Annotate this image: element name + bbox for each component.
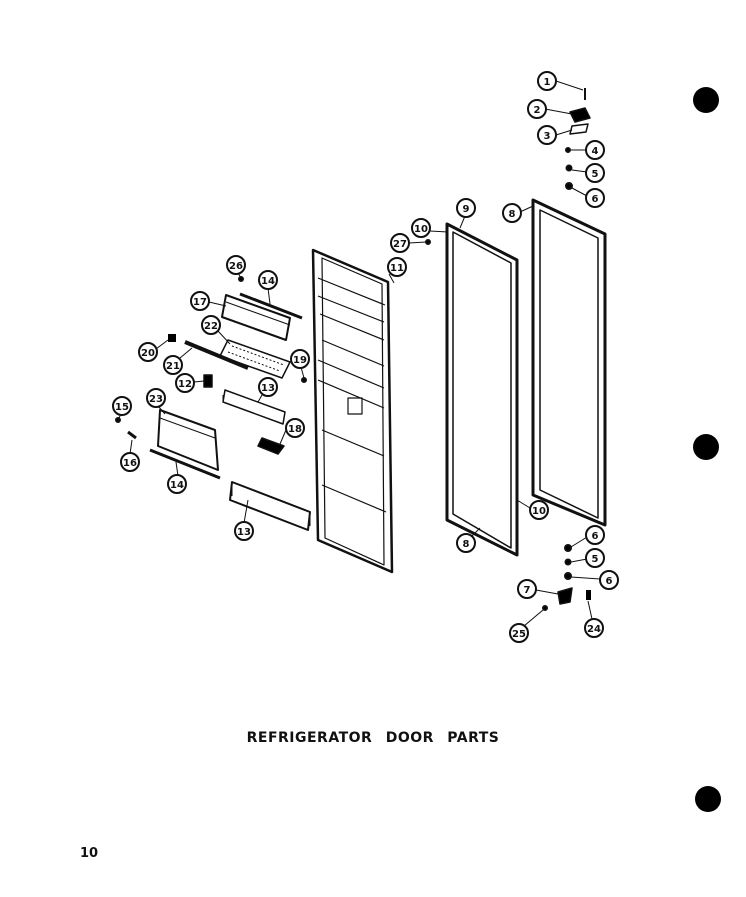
svg-text:26: 26 [229,261,243,272]
callout-6-bottom-upper: 6 [570,525,605,548]
callout-7: 7 [517,579,559,599]
svg-text:6: 6 [592,531,599,542]
svg-text:8: 8 [509,209,516,220]
callout-13-upper: 13 [257,377,278,403]
svg-text:2: 2 [534,105,541,116]
svg-text:8: 8 [463,539,470,550]
callout-3: 3 [537,125,573,145]
svg-text:16: 16 [123,458,137,469]
callout-10-bottom: 10 [516,499,549,520]
svg-text:18: 18 [288,424,302,435]
callout-10-top: 10 [411,218,449,238]
svg-text:21: 21 [166,361,180,372]
svg-text:27: 27 [393,239,407,250]
svg-text:5: 5 [592,169,599,180]
shelf-bar-14-lower [149,448,221,480]
hinge-hardware-top [565,88,591,190]
door-shelf-23 [157,409,219,471]
screw-19 [301,377,307,383]
outer-door-gasket [531,198,607,527]
callout-23: 23 [146,388,166,415]
callout-21: 21 [163,347,193,375]
svg-text:13: 13 [261,383,275,394]
callout-27: 27 [390,233,427,253]
diagram-caption: REFRIGERATOR DOOR PARTS [246,730,500,746]
svg-text:14: 14 [170,480,184,491]
callout-1: 1 [537,71,584,91]
svg-text:12: 12 [178,379,192,390]
callout-24: 24 [584,600,604,638]
door-shelf-17 [221,294,291,341]
callout-2: 2 [527,99,573,119]
callout-4: 4 [571,140,605,160]
callout-19: 19 [290,349,310,379]
callout-12: 12 [175,373,205,393]
clip-20 [168,334,176,342]
callout-15: 15 [112,396,132,421]
svg-text:13: 13 [237,527,251,538]
callout-6-bottom-lower: 6 [570,570,619,590]
callout-6-top: 6 [571,187,605,208]
door-liner [311,248,394,574]
callout-5-bottom: 5 [570,548,605,568]
callout-13-lower: 13 [234,499,254,541]
screw-26 [238,276,244,282]
svg-text:10: 10 [532,506,546,517]
bracket-18 [257,437,285,455]
svg-text:24: 24 [587,624,601,635]
binder-hole-top [693,87,719,113]
svg-text:6: 6 [592,194,599,205]
svg-text:17: 17 [193,297,207,308]
callout-18: 18 [279,418,305,445]
binder-hole-bottom [695,786,721,812]
door-shelf-13-lower [229,481,311,531]
callout-9: 9 [456,198,476,229]
svg-text:9: 9 [463,204,470,215]
svg-text:14: 14 [261,276,275,287]
shelf-bar-14-upper [239,292,303,320]
callout-16: 16 [120,439,140,472]
svg-text:11: 11 [390,263,404,274]
callout-25: 25 [509,609,544,643]
callout-22: 22 [201,315,231,345]
svg-text:4: 4 [592,146,599,157]
screw-27 [425,239,431,245]
svg-text:3: 3 [544,131,551,142]
svg-text:15: 15 [115,402,129,413]
callout-26: 26 [226,255,246,279]
callout-5-top: 5 [571,163,605,183]
door-shelf-13-upper [222,389,286,425]
svg-text:10: 10 [414,224,428,235]
svg-text:19: 19 [293,355,307,366]
clip-12 [203,374,213,388]
callout-8-top: 8 [502,203,534,223]
svg-text:23: 23 [149,394,163,405]
shelf-22 [219,339,291,379]
binder-hole-middle [693,434,719,460]
svg-text:20: 20 [141,348,155,359]
callout-17: 17 [190,291,227,311]
svg-text:1: 1 [544,77,551,88]
svg-text:6: 6 [606,576,613,587]
svg-text:5: 5 [592,554,599,565]
shelf-bar-21 [184,340,249,370]
page-number: 10 [80,846,99,861]
callout-14-upper: 14 [258,270,278,305]
callout-20: 20 [138,339,169,362]
svg-text:7: 7 [524,585,531,596]
inner-door-gasket [445,222,519,557]
callout-11: 11 [387,257,407,284]
svg-text:22: 22 [204,321,218,332]
callout-8-bottom: 8 [456,527,481,553]
callout-14-lower: 14 [167,461,187,494]
shelf-bar-16 [127,430,137,440]
hinge-hardware-bottom [542,544,591,611]
svg-text:25: 25 [512,629,526,640]
